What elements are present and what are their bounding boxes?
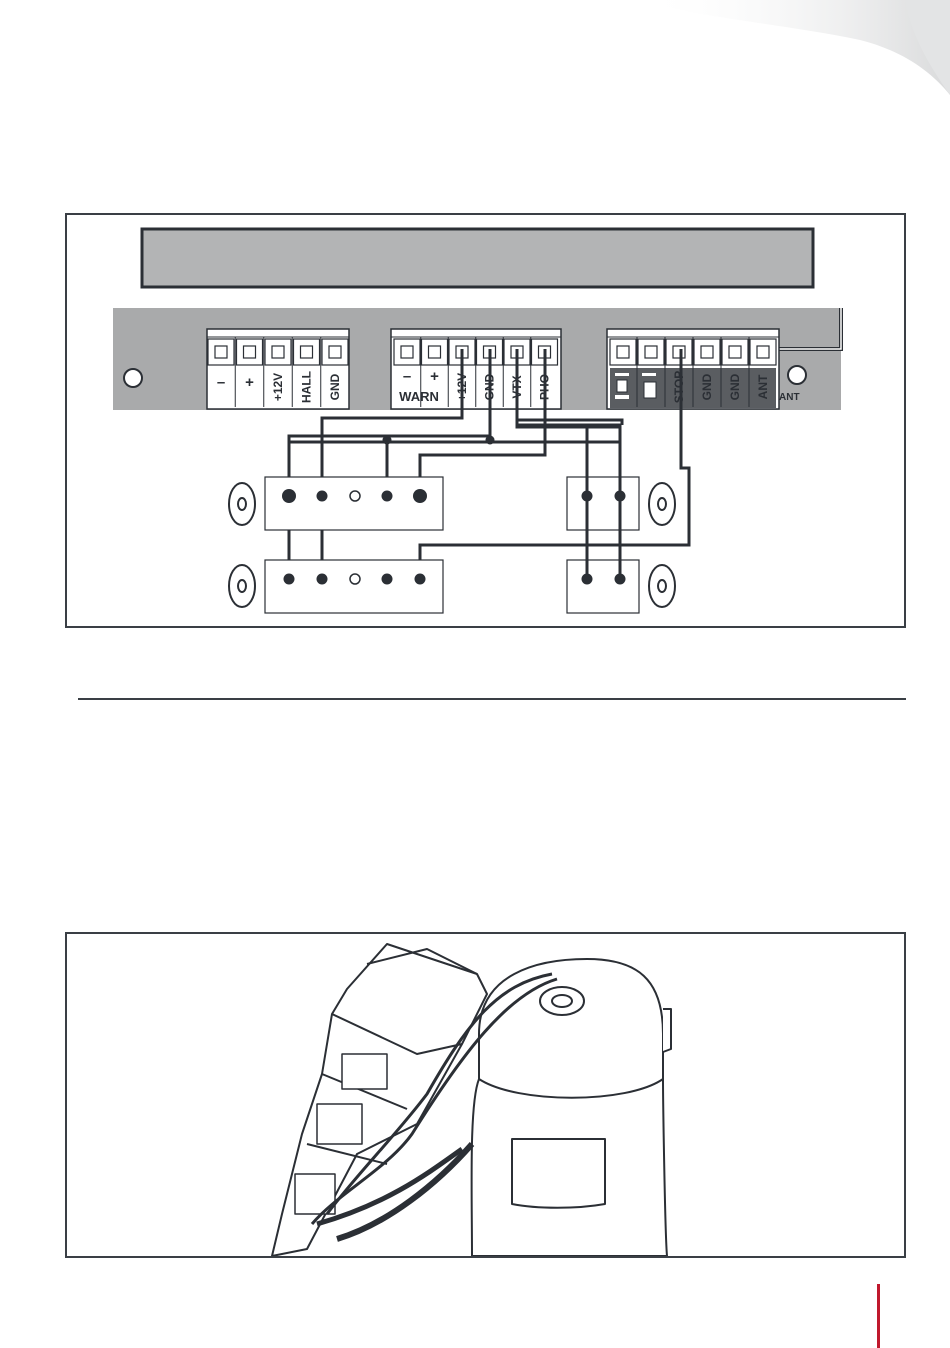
terminal-screw-head	[329, 346, 341, 358]
terminal-screw-head	[729, 346, 741, 358]
terminal-label: +	[245, 374, 254, 391]
corner-swoosh-decoration	[0, 0, 950, 120]
terminal-label: –	[217, 374, 225, 391]
safety-edge-unit-top	[567, 477, 639, 530]
board-mount-hole-right	[788, 366, 806, 384]
board-ant-label: ANT	[779, 392, 800, 403]
terminal-screw-head	[301, 346, 313, 358]
terminal-block-1: – + +12V HALL GND	[207, 329, 349, 409]
installation-illustration-frame	[65, 932, 906, 1258]
terminal-label: ANT	[756, 374, 770, 399]
motor-installation-illustration	[67, 934, 904, 1256]
terminal-label: +12V	[271, 373, 285, 401]
photocell-transmitter	[265, 477, 443, 530]
board-mount-hole-left	[124, 369, 142, 387]
terminal-label: GND	[728, 373, 742, 400]
terminal-screw-head	[429, 346, 441, 358]
terminal-label: –	[403, 368, 411, 385]
junction-dot	[486, 436, 495, 445]
motor-label-plate	[512, 1139, 605, 1208]
terminal-label: GND	[700, 373, 714, 400]
terminal-screw-head	[645, 346, 657, 358]
terminal-screw-head	[215, 346, 227, 358]
terminal-screw-head	[757, 346, 769, 358]
terminal-screw-head	[401, 346, 413, 358]
terminal-screw-head	[272, 346, 284, 358]
photocell-receiver	[265, 560, 443, 613]
terminal-label: GND	[328, 373, 342, 400]
terminal-block-3: STOP GND GND ANT	[607, 329, 779, 409]
junction-dot	[383, 436, 392, 445]
terminal-screw-head	[244, 346, 256, 358]
warn-group-label: WARN	[399, 389, 439, 404]
terminal-label: +	[430, 368, 439, 385]
terminal-screw-head	[673, 346, 685, 358]
terminal-screw-head	[617, 346, 629, 358]
terminal-screw-head	[701, 346, 713, 358]
section-divider	[78, 698, 906, 700]
display-panel	[142, 229, 813, 287]
terminal-label: STOP	[672, 371, 686, 403]
safety-edge-unit-bottom	[567, 560, 639, 613]
page-accent-bar	[877, 1284, 880, 1348]
terminal-label: HALL	[300, 371, 314, 403]
